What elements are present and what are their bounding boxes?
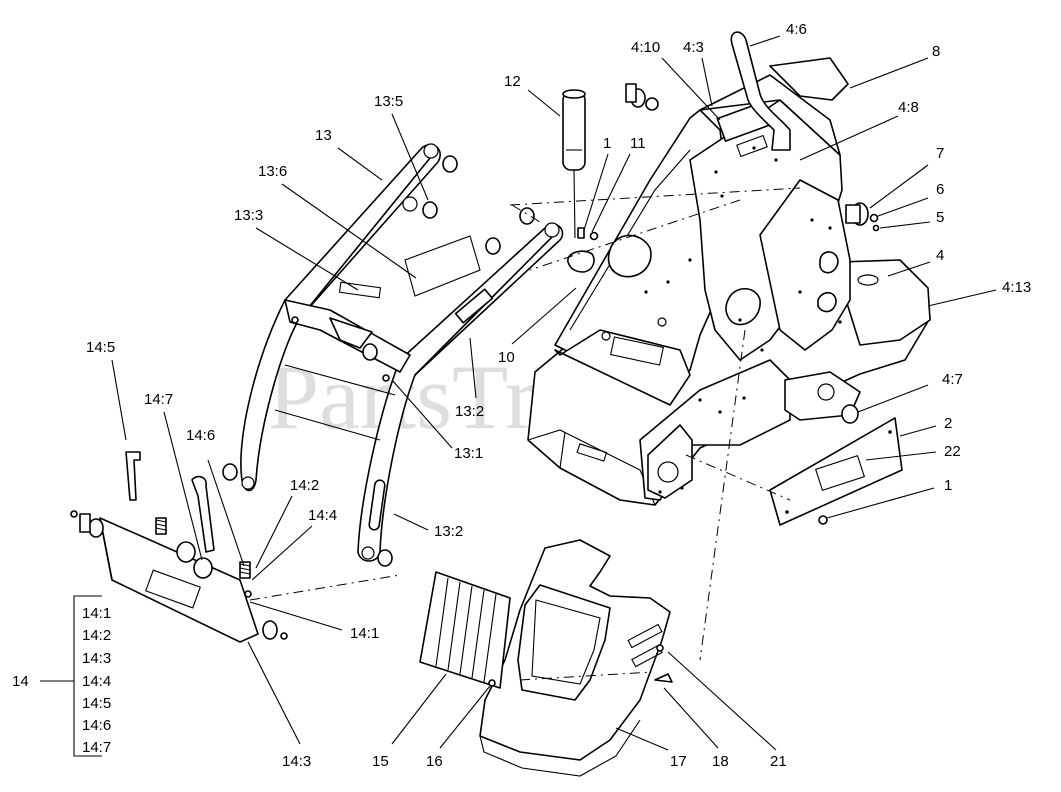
alignment-lines (249, 187, 801, 681)
callout-label: 18 (712, 753, 729, 770)
loader-arm-assembly (222, 143, 564, 567)
callout-label: 13:2 (434, 523, 463, 540)
callout-label: 4:13 (1002, 279, 1031, 296)
assembly-item: 14:5 (82, 695, 111, 712)
callout-label: 14:7 (144, 391, 173, 408)
callout-label: 8 (932, 43, 940, 60)
callout-label: 4 (936, 247, 944, 264)
callout-label: 1 (944, 477, 952, 494)
callout-label: 14:4 (308, 507, 337, 524)
callout-label: 12 (504, 73, 521, 90)
cover-plate (769, 57, 849, 101)
attachment-plate-assembly (70, 451, 288, 643)
callout-label: 11 (630, 135, 646, 152)
callout-label: 13 (315, 127, 332, 144)
assembly-item: 14:7 (82, 739, 111, 756)
assembly-item: 14:3 (82, 650, 111, 667)
assembly-item: 14:6 (82, 717, 111, 734)
callout-label: 21 (770, 753, 787, 770)
throttle-grip (562, 89, 586, 239)
callout-label: 16 (426, 753, 443, 770)
callout-label: 14:5 (86, 339, 115, 356)
callout-label: 4:10 (631, 39, 660, 56)
callout-label: 5 (936, 209, 944, 226)
assembly-item: 14:2 (82, 627, 111, 644)
callout-label: 13:5 (374, 93, 403, 110)
callout-label: 17 (670, 753, 687, 770)
callout-label: 13:3 (234, 207, 263, 224)
assembly-group-label: 14 (12, 673, 29, 690)
callout-label: 22 (944, 443, 961, 460)
callout-label: 2 (944, 415, 952, 432)
callout-label: 14:6 (186, 427, 215, 444)
callout-label: 13:1 (454, 445, 483, 462)
side-panel (769, 417, 903, 526)
callout-label: 13:2 (455, 403, 484, 420)
callout-label: 7 (936, 145, 944, 162)
callout-label: 15 (372, 753, 389, 770)
callout-label: 14:1 (350, 625, 379, 642)
pivot-hardware (625, 83, 880, 232)
callout-label: 6 (936, 181, 944, 198)
callout-label: 1 (603, 135, 611, 152)
callout-label: 14:2 (290, 477, 319, 494)
callout-label: 4:7 (942, 371, 963, 388)
callout-label: 14:3 (282, 753, 311, 770)
clamp-fasteners (567, 227, 599, 273)
callout-labels: 4:6 8 4:10 4:3 12 4:8 13:5 13 1 11 7 13:… (86, 21, 1031, 770)
assembly-item: 14:1 (82, 605, 111, 622)
assembly-item: 14:4 (82, 673, 111, 690)
control-handle (730, 31, 791, 151)
leader-lines (111, 35, 997, 751)
callout-label: 4:6 (786, 21, 807, 38)
front-cover-assembly (419, 539, 673, 777)
callout-label: 4:8 (898, 99, 919, 116)
frame-rivets (644, 146, 842, 494)
callout-label: 10 (498, 349, 515, 366)
callout-label: 4:3 (683, 39, 704, 56)
frame-bushing (841, 404, 859, 424)
frame-assembly (527, 74, 931, 506)
assembly-list: 14 14:1 14:2 14:3 14:4 14:5 14:6 14:7 (12, 595, 111, 757)
callout-label: 13:6 (258, 163, 287, 180)
